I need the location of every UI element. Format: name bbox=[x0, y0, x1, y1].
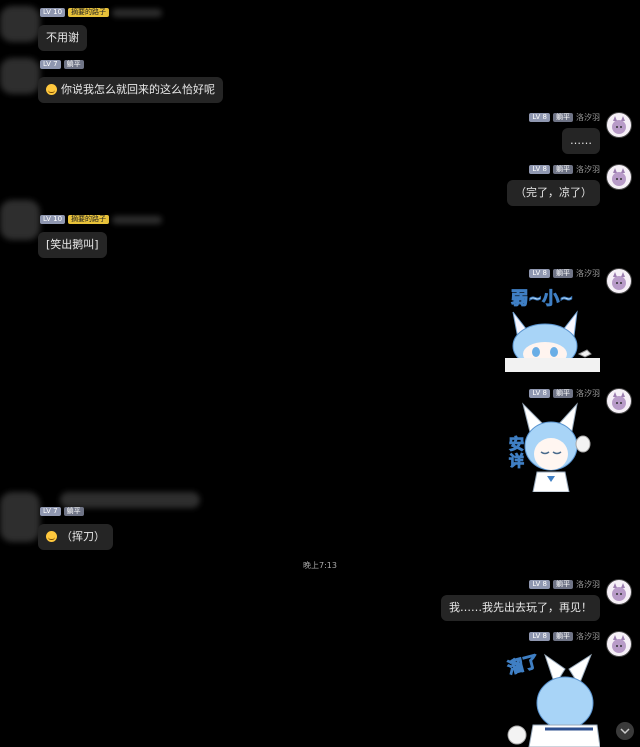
message-bubble[interactable]: …… bbox=[562, 128, 600, 154]
sender-meta: LV 8 躺平 洛汐羽 bbox=[529, 164, 600, 175]
sender-name: 洛汐羽 bbox=[576, 632, 600, 641]
cat-boy-sticker[interactable]: 弱~小~ bbox=[505, 284, 600, 372]
sender-name: 洛汐羽 bbox=[576, 580, 600, 589]
sender-name: 洛汐羽 bbox=[576, 389, 600, 398]
title-tag: 躺平 bbox=[553, 580, 573, 589]
user-avatar[interactable] bbox=[606, 388, 632, 414]
sender-meta: LV 10 摘要的路子 bbox=[40, 215, 163, 224]
sticker-caption: 安详 bbox=[509, 435, 525, 470]
title-tag: 躺平 bbox=[553, 632, 573, 641]
redacted-avatar bbox=[0, 200, 40, 240]
cat-boy-sticker[interactable]: 溜了 bbox=[505, 645, 600, 747]
redacted-avatar bbox=[0, 6, 40, 42]
user-avatar[interactable] bbox=[606, 164, 632, 190]
sender-meta: LV 7 躺平 bbox=[40, 60, 84, 69]
chevron-down-icon bbox=[620, 728, 630, 735]
sender-meta: LV 8 躺平 洛汐羽 bbox=[529, 388, 600, 399]
redacted-name bbox=[112, 8, 163, 17]
title-tag: 摘要的路子 bbox=[68, 8, 110, 17]
level-badge: LV 7 bbox=[40, 507, 61, 516]
level-badge: LV 8 bbox=[529, 389, 550, 398]
cat-boy-sticker[interactable]: 安详 bbox=[505, 400, 600, 492]
message-text: 你说我怎么就回来的这么恰好呢 bbox=[61, 83, 215, 96]
title-tag: 躺平 bbox=[553, 269, 573, 278]
sender-meta: LV 10 摘要的路子 bbox=[40, 8, 163, 17]
redacted-avatar bbox=[0, 58, 40, 94]
sender-meta: LV 8 躺平 洛汐羽 bbox=[529, 579, 600, 590]
level-badge: LV 8 bbox=[529, 269, 550, 278]
level-badge: LV 7 bbox=[40, 60, 61, 69]
sender-meta: LV 7 躺平 bbox=[40, 507, 84, 516]
message-bubble[interactable]: [笑出鹅叫] bbox=[38, 232, 107, 258]
title-tag: 躺平 bbox=[553, 113, 573, 122]
sticker-caption: 弱~小~ bbox=[511, 289, 574, 310]
smiley-emoji-icon bbox=[46, 84, 57, 95]
sender-meta: LV 8 躺平 洛汐羽 bbox=[529, 631, 600, 642]
message-bubble[interactable]: （完了，凉了） bbox=[507, 180, 600, 206]
level-badge: LV 10 bbox=[40, 215, 66, 224]
level-badge: LV 8 bbox=[529, 165, 550, 174]
title-tag: 躺平 bbox=[63, 60, 84, 69]
user-avatar[interactable] bbox=[606, 631, 632, 657]
sender-name: 洛汐羽 bbox=[576, 269, 600, 278]
message-bubble[interactable]: （挥刀） bbox=[38, 524, 113, 550]
sender-meta: LV 8 躺平 洛汐羽 bbox=[529, 268, 600, 279]
redacted-avatar bbox=[0, 492, 40, 542]
title-tag: 躺平 bbox=[553, 389, 573, 398]
sender-meta: LV 8 躺平 洛汐羽 bbox=[529, 112, 600, 123]
message-bubble[interactable]: 你说我怎么就回来的这么恰好呢 bbox=[38, 77, 223, 103]
message-text: （挥刀） bbox=[61, 530, 105, 543]
level-badge: LV 8 bbox=[529, 580, 550, 589]
title-tag: 躺平 bbox=[63, 507, 84, 516]
title-tag: 躺平 bbox=[553, 165, 573, 174]
message-bubble[interactable]: 我……我先出去玩了，再见！ bbox=[441, 595, 600, 621]
sender-name: 洛汐羽 bbox=[576, 113, 600, 122]
smiley-emoji-icon bbox=[46, 531, 57, 542]
scroll-to-bottom-button[interactable] bbox=[616, 722, 634, 740]
user-avatar[interactable] bbox=[606, 579, 632, 605]
redacted-content bbox=[60, 492, 200, 508]
level-badge: LV 8 bbox=[529, 632, 550, 641]
time-divider: 晚上7:13 bbox=[303, 561, 337, 570]
user-avatar[interactable] bbox=[606, 268, 632, 294]
message-bubble[interactable]: 不用谢 bbox=[38, 25, 87, 51]
title-tag: 摘要的路子 bbox=[68, 215, 110, 224]
sender-name: 洛汐羽 bbox=[576, 165, 600, 174]
level-badge: LV 10 bbox=[40, 8, 66, 17]
redacted-name bbox=[112, 215, 163, 224]
user-avatar[interactable] bbox=[606, 112, 632, 138]
level-badge: LV 8 bbox=[529, 113, 550, 122]
